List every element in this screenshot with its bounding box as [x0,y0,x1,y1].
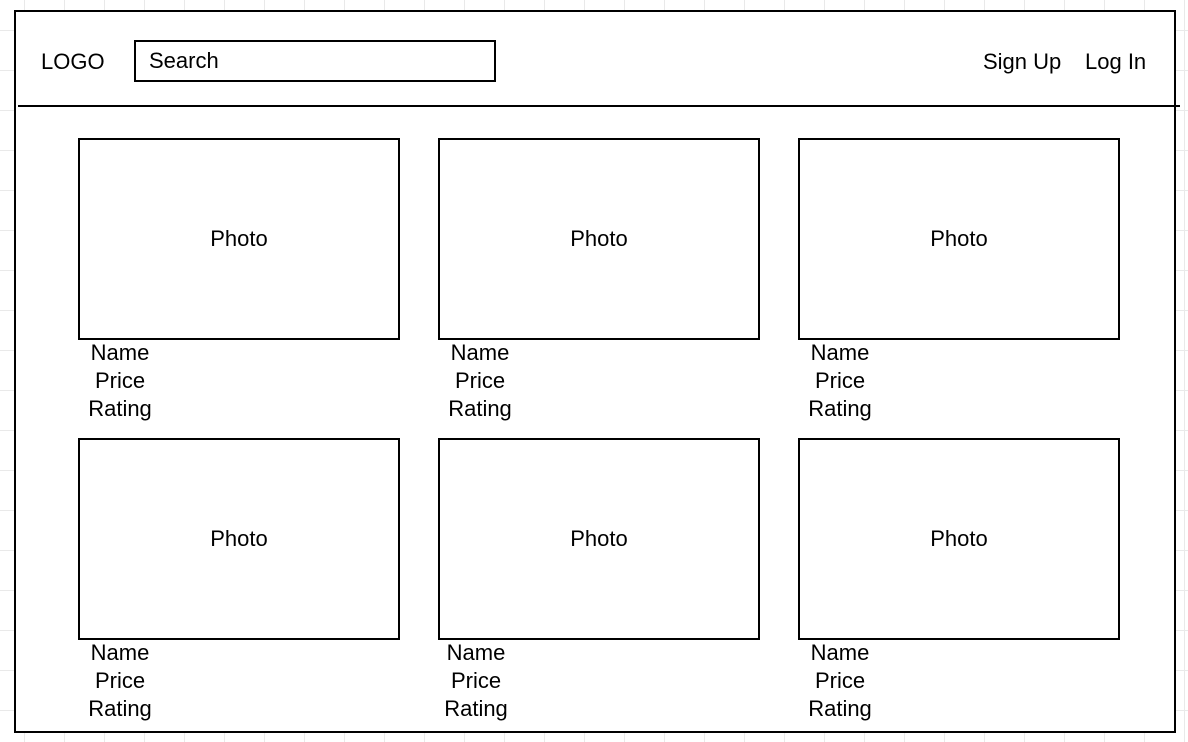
product-rating: Rating [444,696,508,721]
log-in-link[interactable]: Log In [1085,49,1147,74]
photo-label: Photo [930,526,988,551]
product-price: Price [94,368,146,393]
product-price: Price [814,668,866,693]
product-meta: Name Price Rating [80,639,160,723]
product-price: Price [450,668,502,693]
photo-label: Photo [570,526,628,551]
product-rating: Rating [808,396,872,421]
product-rating: Rating [448,396,512,421]
photo-label: Photo [570,226,628,251]
product-meta: Name Price Rating [436,639,516,723]
logo[interactable]: LOGO [41,49,105,74]
product-photo[interactable]: Photo [78,138,400,340]
product-name: Name [450,340,510,365]
product-card[interactable]: Photo Name Price Rating [78,138,400,430]
search-input[interactable] [136,42,494,80]
header-divider [18,105,1180,107]
product-photo[interactable]: Photo [438,138,760,340]
product-name: Name [446,640,506,665]
product-price: Price [814,368,866,393]
product-price: Price [454,368,506,393]
photo-label: Photo [930,226,988,251]
product-rating: Rating [88,696,152,721]
sign-up-link[interactable]: Sign Up [983,49,1062,74]
product-card[interactable]: Photo Name Price Rating [78,438,400,730]
product-rating: Rating [808,696,872,721]
product-card[interactable]: Photo Name Price Rating [798,438,1120,730]
product-photo[interactable]: Photo [798,138,1120,340]
product-meta: Name Price Rating [440,339,520,423]
product-rating: Rating [88,396,152,421]
product-meta: Name Price Rating [800,639,880,723]
product-meta: Name Price Rating [800,339,880,423]
product-name: Name [90,340,150,365]
product-meta: Name Price Rating [80,339,160,423]
product-card[interactable]: Photo Name Price Rating [438,438,760,730]
photo-label: Photo [210,226,268,251]
product-name: Name [90,640,150,665]
product-photo[interactable]: Photo [438,438,760,640]
product-name: Name [810,340,870,365]
product-name: Name [810,640,870,665]
search-box[interactable] [134,40,496,82]
product-photo[interactable]: Photo [78,438,400,640]
photo-label: Photo [210,526,268,551]
product-photo[interactable]: Photo [798,438,1120,640]
product-price: Price [94,668,146,693]
product-card[interactable]: Photo Name Price Rating [438,138,760,430]
product-card[interactable]: Photo Name Price Rating [798,138,1120,430]
